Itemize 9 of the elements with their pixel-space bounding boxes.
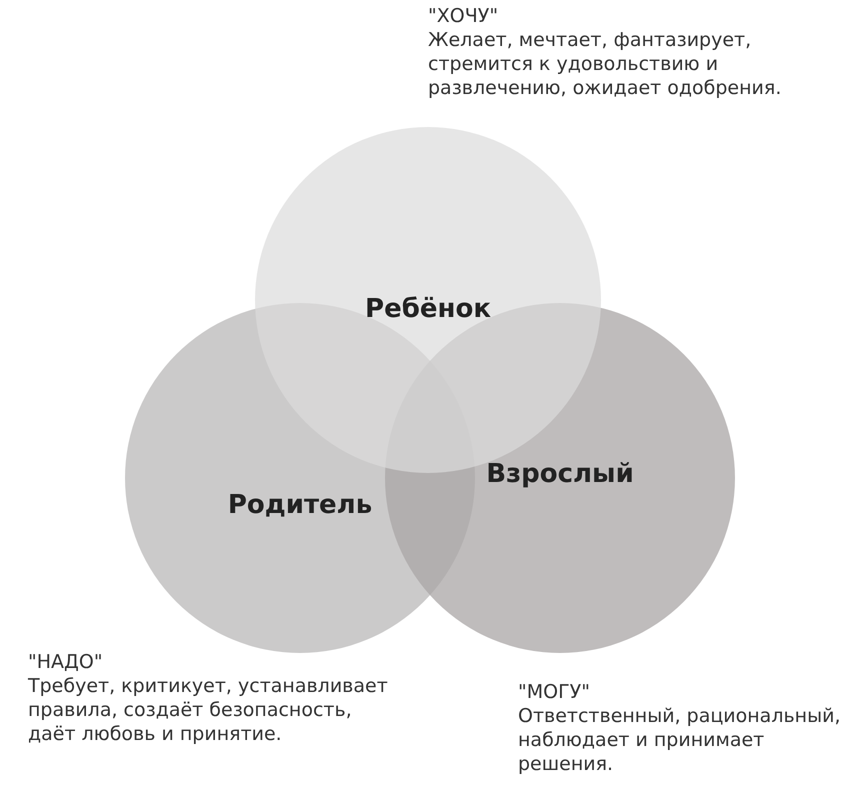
description-text: Требует, критикует, устанавливает правила, создаёт безопасность, даёт любовь и принятие. (28, 674, 388, 746)
quoted-heading: "МОГУ" (518, 680, 591, 704)
quoted-heading: "НАДО" (28, 650, 104, 674)
circle-label: Ребёнок (364, 294, 492, 324)
description-text: Ответственный, рациональный, наблюдает и принимает решения. (518, 704, 842, 776)
circle-label: Родитель (226, 490, 374, 520)
circle-label: Взрослый (485, 458, 635, 488)
quoted-heading: "ХОЧУ" (428, 4, 500, 28)
description-text: Желает, мечтает, фантазирует, стремится к удовольствию и развлечению, ожидает одобрения. (428, 28, 782, 100)
